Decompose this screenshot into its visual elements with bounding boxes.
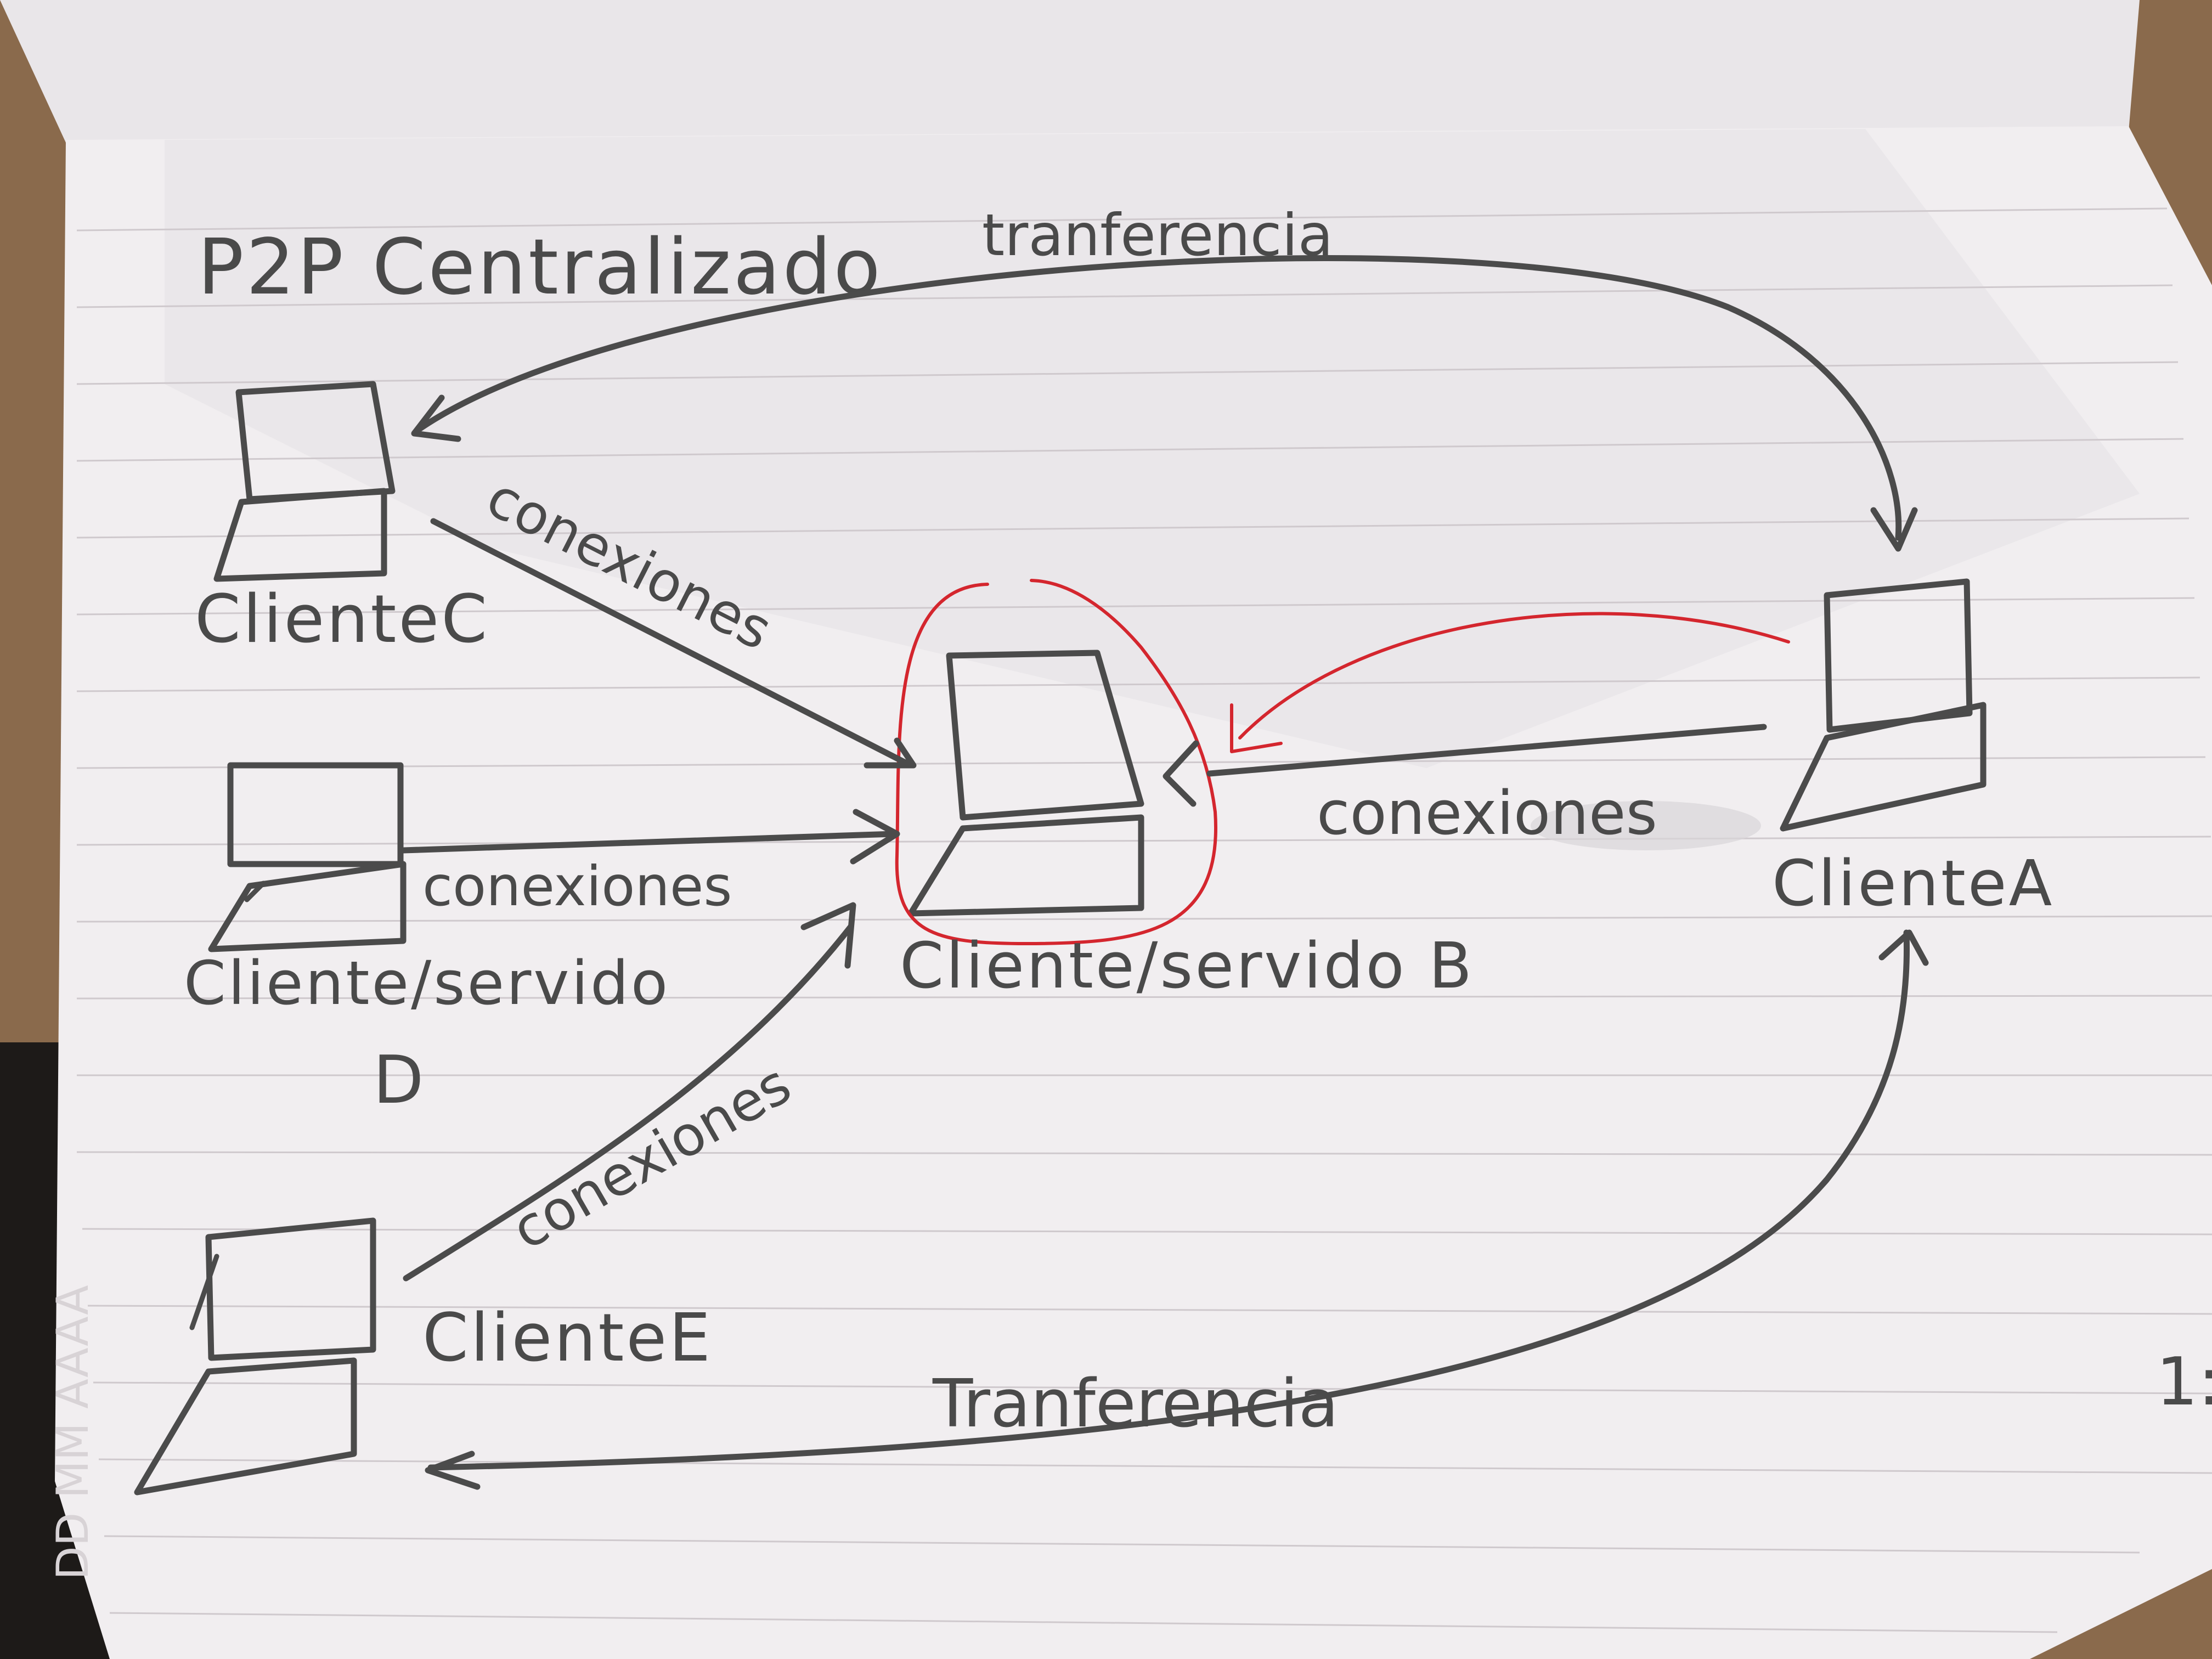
laptop-icon-client-a	[1780, 578, 1987, 832]
laptop-icon-client-c	[213, 381, 396, 582]
label-server-d-letter: D	[373, 1042, 426, 1119]
arrow-c-to-b	[430, 518, 917, 769]
arrow-transfer-bottom	[425, 929, 1929, 1490]
arrow-a-to-b	[1163, 724, 1767, 807]
label-server-b: Cliente/servido B	[900, 929, 1474, 1003]
arrow-e-to-b	[403, 902, 856, 1282]
label-transfer-bottom: Tranferencia	[932, 1366, 1339, 1442]
arrow-d-to-b	[400, 809, 900, 865]
label-conexiones-d: conexiones	[422, 854, 732, 918]
shadow	[165, 129, 2140, 768]
label-client-e: ClienteE	[422, 1300, 713, 1376]
label-transfer-top: tranferencia	[982, 202, 1333, 269]
back-page	[0, 0, 2140, 143]
arrow-transfer-top	[411, 255, 1918, 552]
label-server-d: Cliente/servido	[184, 948, 670, 1018]
red-arrow-a-to-b	[1230, 612, 1790, 753]
label-conexiones-a: conexiones	[1317, 778, 1657, 848]
laptop-icon-server-b	[907, 650, 1144, 917]
label-client-a: ClienteA	[1772, 847, 2054, 921]
laptop-icon-client-e	[134, 1217, 376, 1496]
eraser-smudge	[1531, 801, 1761, 850]
diagram-title: P2P Centralizado	[198, 223, 883, 312]
laptop-icon-server-d	[208, 762, 407, 952]
label-client-c: ClienteC	[195, 582, 489, 658]
date-margin-marks: DD MM AAAA	[47, 1285, 98, 1580]
edge-mark: 1:	[2156, 1344, 2212, 1420]
